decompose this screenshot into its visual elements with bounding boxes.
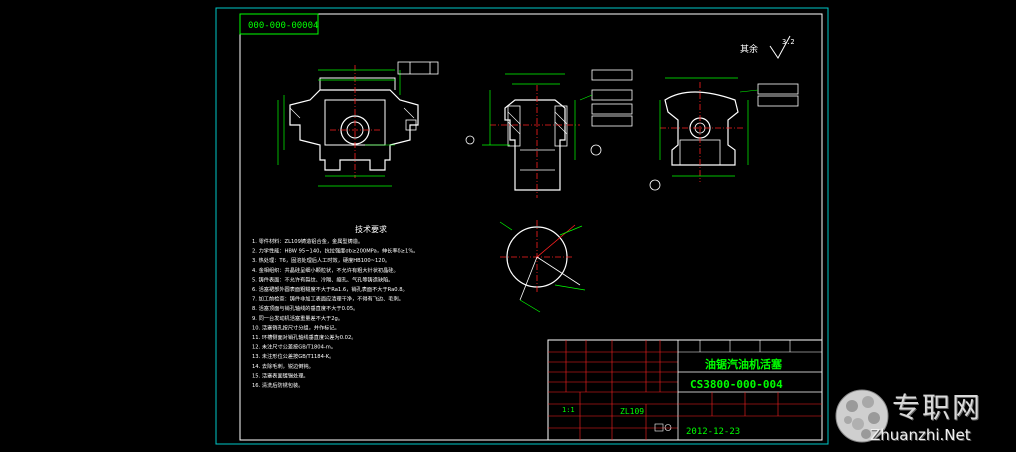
tech-requirement-item: 8. 活塞顶面与销孔轴线的垂直度不大于0.05。 [252, 304, 358, 312]
tech-requirements-title: 技术要求 [355, 224, 387, 234]
watermark: 专职网 Zhuanzhi.Net [826, 380, 1016, 452]
roughness-symbol-value: 3.2 [782, 38, 795, 46]
part-name: 油锯汽油机活塞 [705, 357, 783, 371]
projection-symbol [654, 423, 664, 432]
roughness-note-text: 其余 [740, 43, 758, 55]
tech-requirement-item: 6. 活塞裙部外圆表面粗糙度不大于Ra1.6，销孔表面不大于Ra0.8。 [252, 285, 408, 293]
part-material: ZL109 [620, 407, 644, 416]
view-circular-detail [499, 220, 586, 313]
outer-sheet-border [215, 7, 829, 445]
tech-requirements-list: 1. 零件材料：ZL109铸造铝合金，金属型铸造。 2. 力学性能：HBW 95~… [252, 237, 418, 389]
drawing-scale: 1:1 [562, 406, 575, 414]
drawing-date: 2012-12-23 [686, 427, 740, 437]
tech-requirement-item: 5. 铸件表面：不允许有裂纹、冷隔、缩孔、气孔等铸造缺陷。 [252, 275, 393, 283]
tech-requirement-item: 3. 热处理：T6，固溶处理后人工时效，硬度HB100~120。 [252, 256, 390, 264]
tech-requirement-item: 10. 活塞销孔按尺寸分组，并作标记。 [252, 323, 340, 331]
tech-requirement-item: 16. 清洗后防锈包装。 [252, 381, 303, 389]
view-side-section [465, 69, 633, 198]
watermark-cn: 专职网 [892, 391, 983, 424]
gear-ball-logo [835, 389, 889, 443]
tech-requirement-item: 15. 活塞表面镀锡处理。 [252, 371, 309, 379]
roughness-note: 其余 3.2 [740, 35, 795, 59]
tech-requirement-item: 9. 同一台发动机活塞重量差不大于2g。 [252, 314, 343, 322]
tech-requirement-item: 12. 未注尺寸公差按GB/T1804-m。 [252, 343, 336, 351]
tech-requirement-item: 11. 环槽侧面对销孔轴线垂直度公差为0.02。 [252, 333, 356, 341]
top-tag-text: 000-000-00004 [248, 21, 318, 31]
tech-requirement-item: 4. 金相组织：共晶硅呈细小颗粒状，不允许有粗大针状初晶硅。 [252, 266, 399, 274]
view-front [649, 77, 799, 191]
watermark-url: Zhuanzhi.Net [870, 426, 971, 444]
tech-requirement-item: 13. 未注形位公差按GB/T1184-K。 [252, 352, 334, 360]
tech-requirement-item: 1. 零件材料：ZL109铸造铝合金，金属型铸造。 [252, 237, 363, 245]
drawing-frame [239, 13, 823, 441]
roughness-symbol [769, 35, 791, 59]
top-tag: 000-000-00004 [239, 13, 319, 35]
drawing-number: CS3800-000-004 [690, 378, 783, 391]
tech-requirement-item: 2. 力学性能：HBW 95~140，抗拉强度σb≥200MPa，伸长率δ≥1%… [252, 247, 418, 255]
tech-requirement-item: 7. 加工前检查：铸件非加工表面应清理干净，不得有飞边、毛刺。 [252, 295, 404, 303]
technical-requirements: 技术要求 1. 零件材料：ZL109铸造铝合金，金属型铸造。 2. 力学性能：HB… [252, 224, 418, 389]
title-block: 油锯汽油机活塞 CS3800-000-004 2012-12-23 1:1 ZL… [547, 339, 823, 441]
view-main-section [277, 61, 439, 187]
tech-requirement-item: 14. 去除毛刺，锐边倒钝。 [252, 362, 314, 370]
